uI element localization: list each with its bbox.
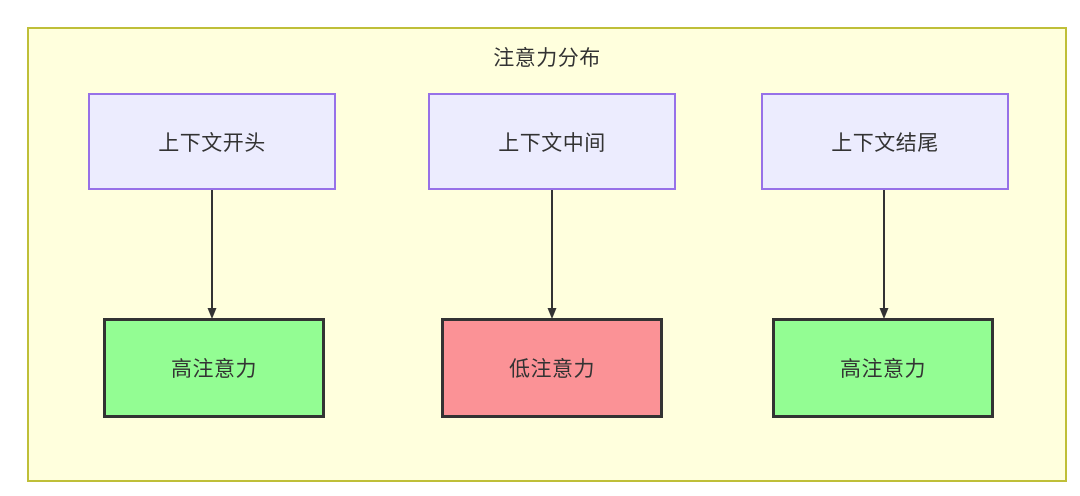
node-attention-low-middle-label: 低注意力 xyxy=(509,358,595,381)
node-attention-low-middle[interactable]: 低注意力 xyxy=(441,318,663,418)
node-context-end[interactable]: 上下文结尾 xyxy=(761,93,1009,190)
node-attention-high-end[interactable]: 高注意力 xyxy=(772,318,994,418)
node-context-start[interactable]: 上下文开头 xyxy=(88,93,336,190)
node-attention-high-start-label: 高注意力 xyxy=(171,358,257,381)
node-attention-high-end-label: 高注意力 xyxy=(840,358,926,381)
cluster-title: 注意力分布 xyxy=(493,47,601,70)
node-context-end-label: 上下文结尾 xyxy=(831,131,939,155)
node-attention-high-start[interactable]: 高注意力 xyxy=(103,318,325,418)
node-context-start-label: 上下文开头 xyxy=(158,131,266,155)
node-context-middle[interactable]: 上下文中间 xyxy=(428,93,676,190)
node-context-middle-label: 上下文中间 xyxy=(498,131,606,155)
